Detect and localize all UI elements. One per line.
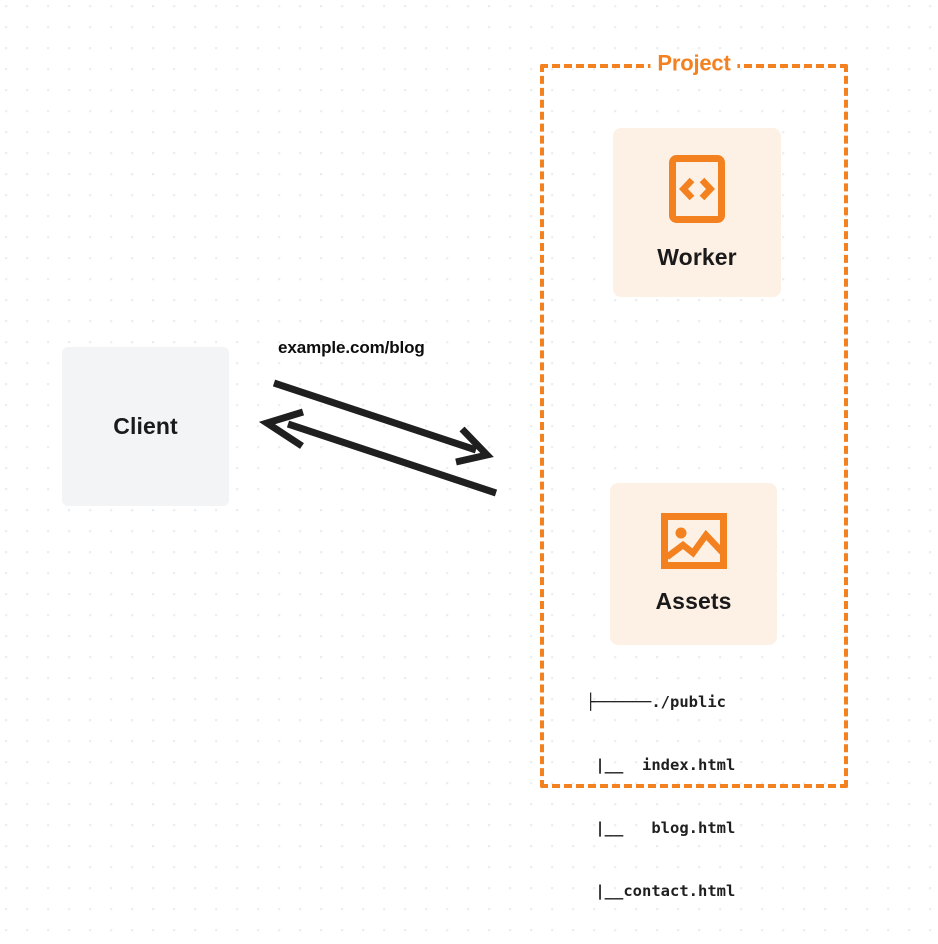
connection-url-label: example.com/blog	[278, 338, 425, 357]
request-arrow-icon	[272, 379, 494, 466]
client-node-label: Client	[113, 413, 178, 439]
assets-node[interactable]: Assets	[610, 483, 777, 645]
assets-file-tree: ├──────./public |__ index.html |__ blog.…	[586, 650, 735, 944]
file-tree-name: contact.html	[623, 882, 736, 900]
file-tree-branch: ├──────	[586, 693, 652, 711]
file-tree-name: blog.html	[623, 819, 736, 837]
file-tree-name: ./public	[651, 693, 726, 711]
file-tree-row-1: |__ index.html	[586, 755, 735, 776]
file-tree-row-0: ├──────./public	[586, 692, 735, 713]
client-node[interactable]: Client	[62, 347, 229, 506]
file-tree-branch: |__	[586, 819, 624, 837]
response-arrow-icon	[258, 408, 498, 497]
image-icon	[660, 513, 727, 574]
diagram-canvas: Client example.com/blog Project Worker	[62, 50, 848, 900]
project-container-title: Project	[650, 50, 738, 77]
worker-node[interactable]: Worker	[613, 128, 781, 297]
worker-node-label: Worker	[657, 243, 737, 270]
file-tree-row-2: |__ blog.html	[586, 818, 735, 839]
project-container: Project	[540, 50, 848, 788]
code-brackets-icon	[669, 154, 725, 228]
file-tree-row-3: |__contact.html	[586, 881, 735, 902]
file-tree-branch: |__	[586, 882, 624, 900]
file-tree-branch: |__	[586, 756, 624, 774]
file-tree-name: index.html	[623, 756, 736, 774]
assets-node-label: Assets	[655, 588, 732, 614]
